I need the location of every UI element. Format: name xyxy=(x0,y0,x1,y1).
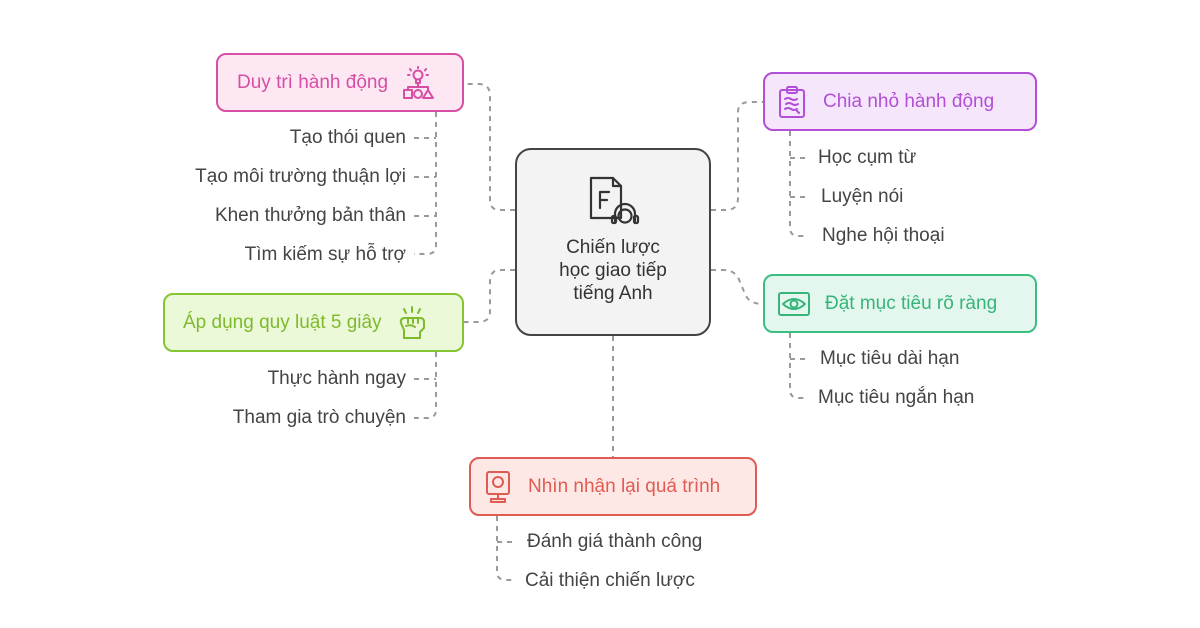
goals-item-1: Mục tiêu dài hạn xyxy=(820,348,960,369)
center-title: Chiến lược học giao tiếp tiếng Anh xyxy=(559,237,667,304)
review-monitor-icon xyxy=(484,470,512,504)
branch-five-second-label: Áp dụng quy luật 5 giây xyxy=(183,311,382,333)
five-sec-item-1: Thực hành ngay xyxy=(267,368,406,389)
raised-fist-icon xyxy=(398,305,426,340)
branch-divide-label: Chia nhỏ hành động xyxy=(823,90,995,112)
branch-goals-label: Đặt mục tiêu rõ ràng xyxy=(825,292,998,314)
branch-divide-actions[interactable]: Chia nhỏ hành động xyxy=(763,72,1037,131)
divide-item-1: Học cụm từ xyxy=(818,147,917,168)
center-topic[interactable]: Chiến lược học giao tiếp tiếng Anh xyxy=(515,148,711,336)
branch-review-label: Nhìn nhận lại quá trình xyxy=(528,475,721,497)
five-sec-item-2: Tham gia trò chuyện xyxy=(232,407,406,428)
review-item-2: Cải thiện chiến lược xyxy=(525,570,695,591)
eye-icon xyxy=(777,290,811,318)
document-headset-icon xyxy=(587,174,643,235)
maintain-item-2: Tạo môi trường thuận lợi xyxy=(195,166,406,187)
clipboard-icon xyxy=(777,85,807,119)
maintain-item-4: Tìm kiếm sự hỗ trợ xyxy=(244,244,406,265)
divide-item-3: Nghe hội thoại xyxy=(822,225,945,246)
lightbulb-shapes-icon xyxy=(402,65,435,100)
maintain-item-1: Tạo thói quen xyxy=(289,127,406,148)
goals-item-2: Mục tiêu ngắn hạn xyxy=(818,387,975,408)
branch-maintain-label: Duy trì hành động xyxy=(237,71,389,93)
review-item-1: Đánh giá thành công xyxy=(527,531,703,552)
branch-review-process[interactable]: Nhìn nhận lại quá trình xyxy=(469,457,757,516)
divide-item-2: Luyện nói xyxy=(821,186,904,207)
maintain-item-3: Khen thưởng bản thân xyxy=(214,205,406,226)
branch-clear-goals[interactable]: Đặt mục tiêu rõ ràng xyxy=(763,274,1037,333)
branch-maintain[interactable]: Duy trì hành động xyxy=(216,53,464,112)
branch-five-second-rule[interactable]: Áp dụng quy luật 5 giây xyxy=(163,293,464,352)
